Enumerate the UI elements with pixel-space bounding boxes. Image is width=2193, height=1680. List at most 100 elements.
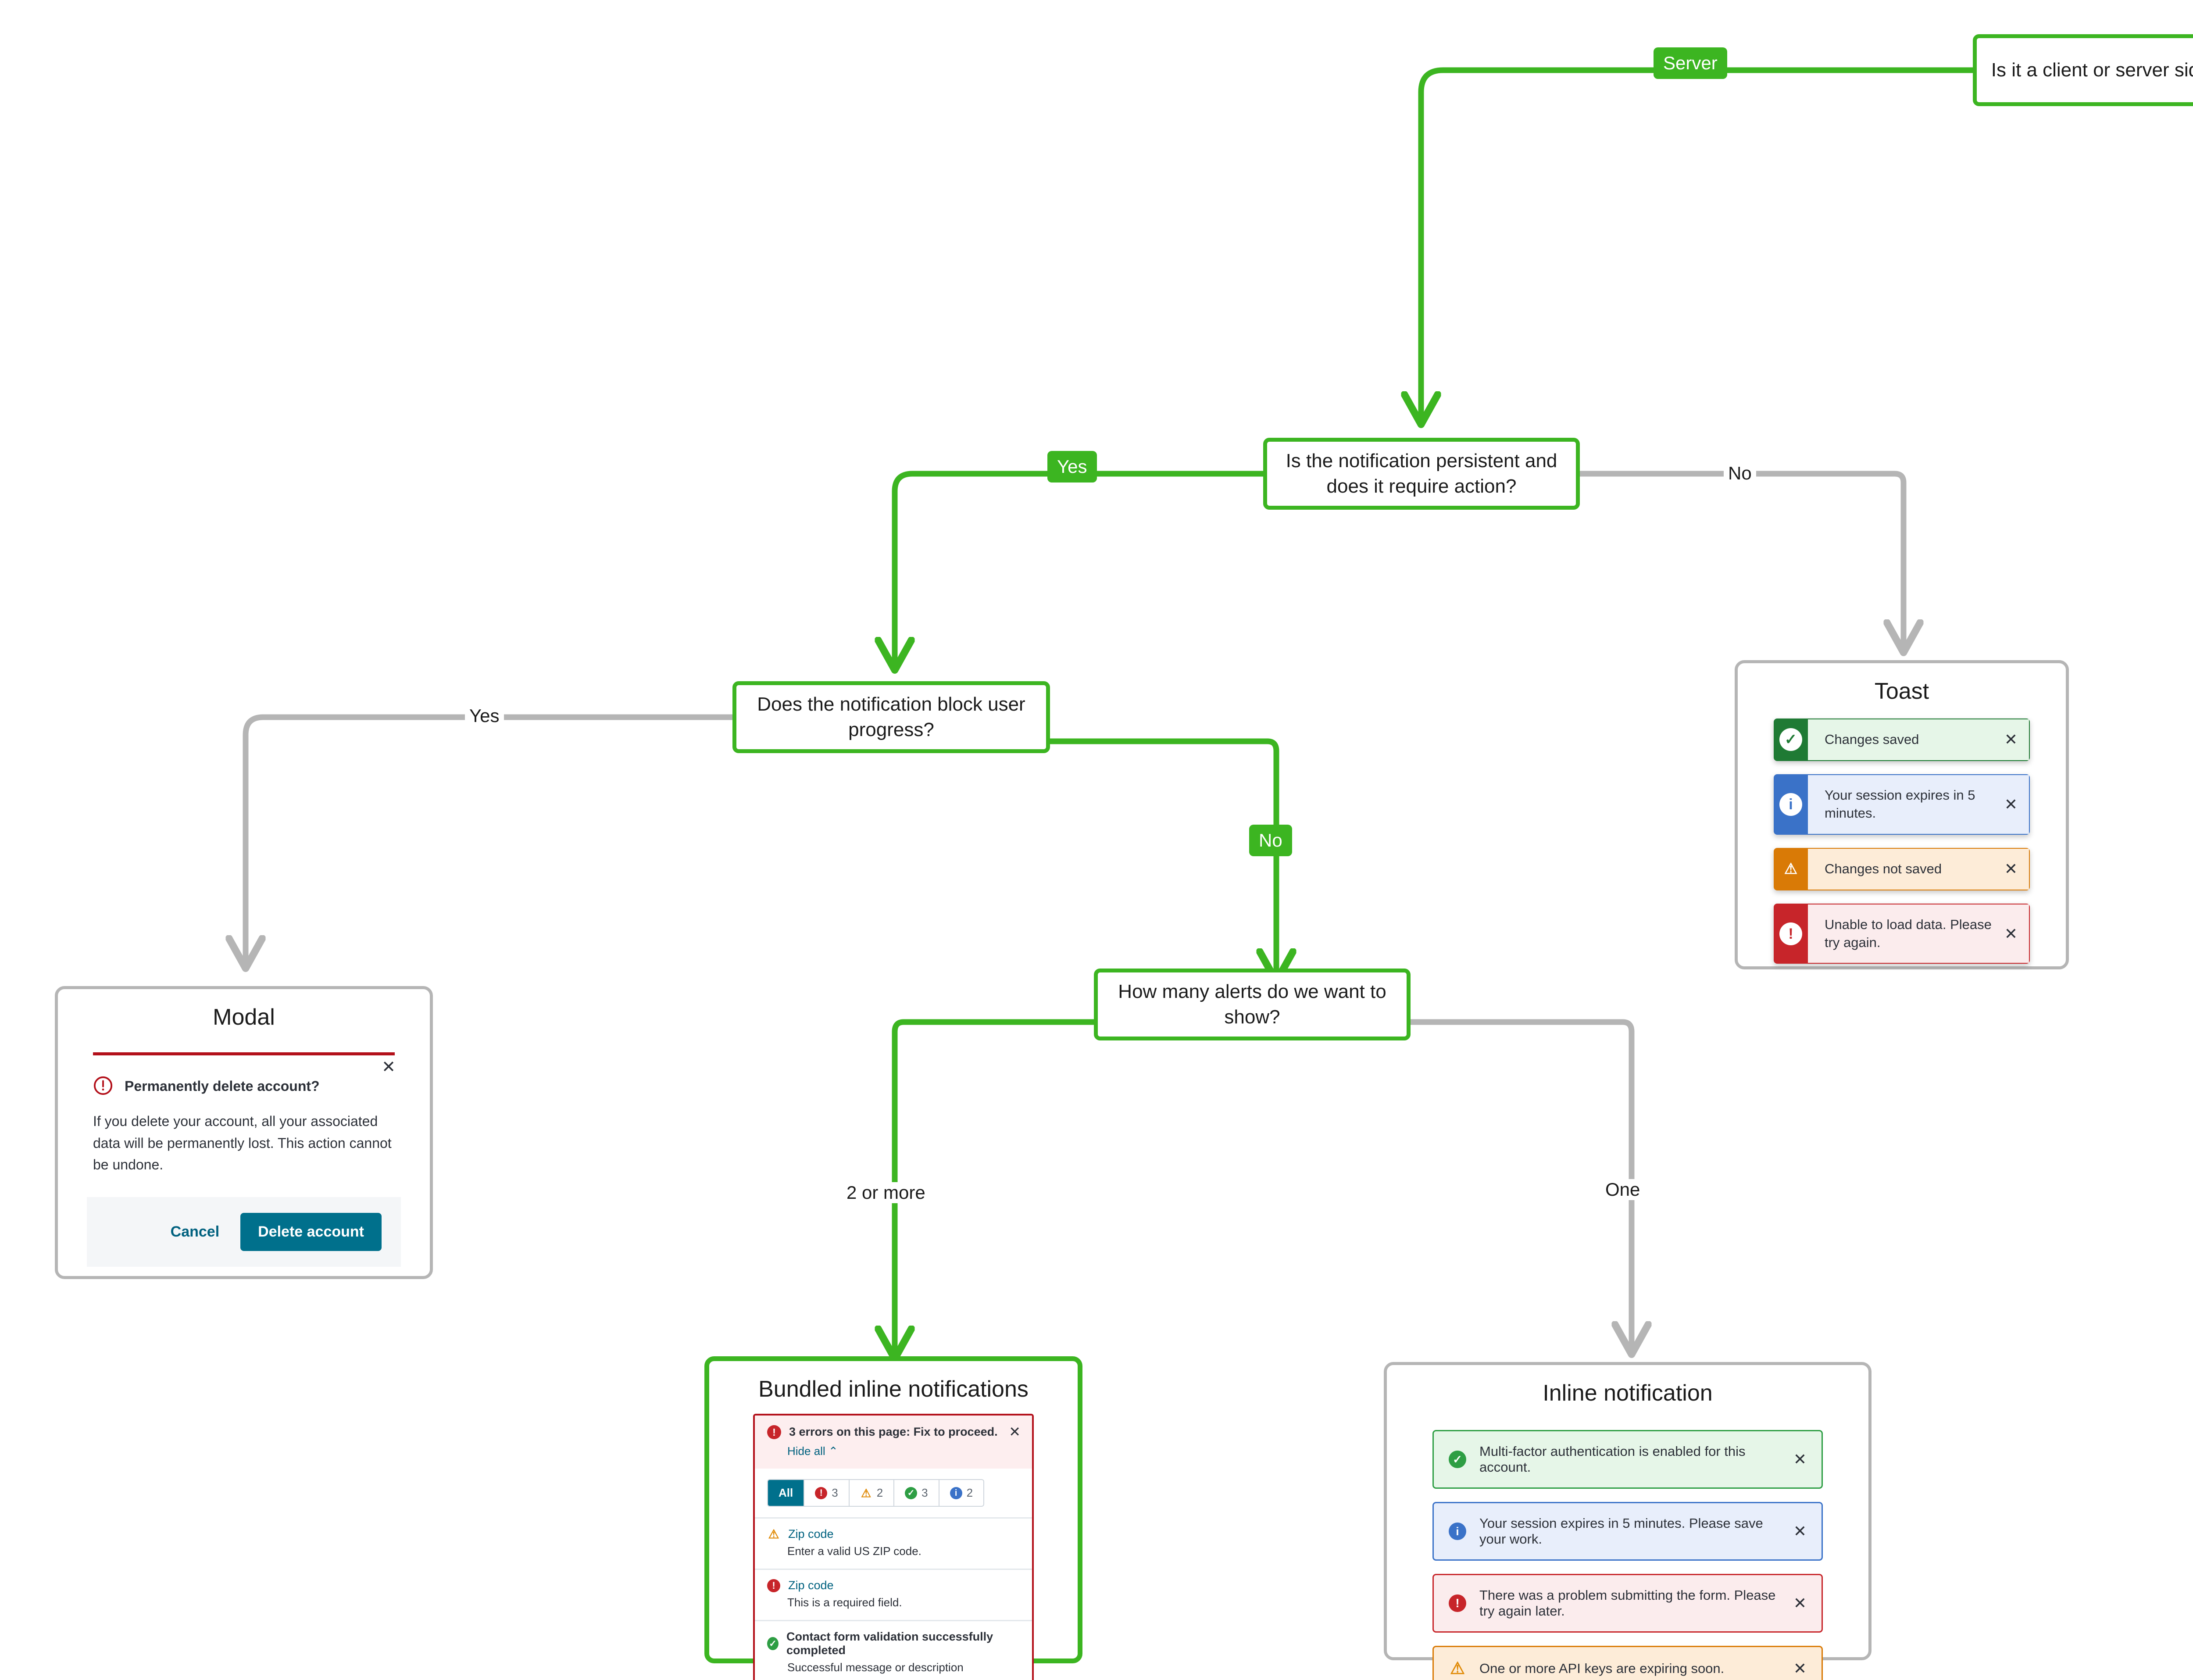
error-circle-icon: ! xyxy=(1779,922,1802,945)
toast-item: ✓ Changes saved ✕ xyxy=(1774,718,2030,761)
bundled-row: ! Zip code This is a required field. xyxy=(755,1569,1032,1620)
bundled-row-title-wrap: ✓ Contact form validation successfully c… xyxy=(767,1630,1020,1657)
filter-success-count: 3 xyxy=(921,1486,928,1499)
modal-header: Permanently delete account? ✕ xyxy=(58,1055,430,1096)
bundled-row: ✓ Contact form validation successfully c… xyxy=(755,1620,1032,1680)
edge-label-yes-persistent: Yes xyxy=(1047,451,1097,483)
bundled-row-title[interactable]: Zip code xyxy=(788,1579,834,1592)
warning-triangle-icon: ⚠ xyxy=(768,1527,779,1541)
filter-all-label: All xyxy=(779,1486,793,1499)
toast-message: Changes saved xyxy=(1825,732,1919,747)
decision-node-root[interactable]: Is it a client or server side error? xyxy=(1973,34,2193,106)
toast-card-title: Toast xyxy=(1874,679,1929,704)
decision-node-root-label: Is it a client or server side error? xyxy=(1991,59,2193,81)
error-circle-icon: ! xyxy=(815,1487,828,1499)
close-icon[interactable]: ✕ xyxy=(1793,1522,1807,1540)
inline-card-title: Inline notification xyxy=(1543,1380,1713,1406)
bundled-row-title: Contact form validation successfully com… xyxy=(786,1630,993,1657)
edge-label-server: Server xyxy=(1654,47,1727,79)
inline-item: ✓ Multi-factor authentication is enabled… xyxy=(1432,1430,1823,1489)
edge-label-one: One xyxy=(1601,1179,1645,1200)
filter-warnings-button[interactable]: ⚠ 2 xyxy=(849,1479,895,1507)
edge-label-yes-block: Yes xyxy=(465,705,504,726)
bundled-row-title[interactable]: Zip code xyxy=(788,1527,834,1541)
toast-card: Toast ✓ Changes saved ✕ i Your session e… xyxy=(1735,660,2069,969)
toast-icon-strip: ⚠ xyxy=(1774,847,1808,890)
check-circle-icon: ✓ xyxy=(1449,1451,1466,1468)
decision-node-block-label: Does the notification block user progres… xyxy=(757,693,1025,740)
error-circle-icon: ! xyxy=(1449,1594,1466,1612)
modal-card: Modal Permanently delete account? ✕ If y… xyxy=(55,986,433,1279)
filter-warnings-count: 2 xyxy=(876,1486,883,1499)
check-circle-icon: ✓ xyxy=(905,1487,918,1499)
error-circle-icon: ! xyxy=(767,1425,781,1439)
close-icon[interactable]: ✕ xyxy=(1009,1424,1021,1440)
cancel-button[interactable]: Cancel xyxy=(170,1223,220,1240)
decision-node-how-many[interactable]: How many alerts do we want to show? xyxy=(1094,969,1411,1040)
toast-message: Changes not saved xyxy=(1825,861,1942,876)
warning-triangle-icon: ⚠ xyxy=(861,1486,871,1500)
bundled-filter-group: All ! 3 ⚠ 2 ✓ 3 i 2 xyxy=(755,1469,1032,1517)
toast-list: ✓ Changes saved ✕ i Your session expires… xyxy=(1738,709,2066,964)
inline-item: ! There was a problem submitting the for… xyxy=(1432,1574,1823,1633)
bundled-summary-text: 3 errors on this page: Fix to proceed. xyxy=(789,1425,998,1438)
error-circle-outline-icon xyxy=(93,1076,113,1095)
close-icon[interactable]: ✕ xyxy=(1793,1659,1807,1677)
filter-info-count: 2 xyxy=(966,1486,973,1499)
decision-node-persistent-label: Is the notification persistent and does … xyxy=(1286,450,1557,497)
delete-account-button[interactable]: Delete account xyxy=(240,1212,382,1251)
bundled-row-desc: This is a required field. xyxy=(787,1596,902,1609)
toast-message: Your session expires in 5 minutes. xyxy=(1825,787,1975,821)
bundled-alert-header: ! 3 errors on this page: Fix to proceed.… xyxy=(755,1415,1032,1469)
chevron-up-icon: ⌃ xyxy=(828,1444,838,1458)
decision-node-persistent[interactable]: Is the notification persistent and does … xyxy=(1263,438,1580,510)
bundled-summary-row: ! 3 errors on this page: Fix to proceed. xyxy=(767,1425,1020,1439)
edge-label-two-or-more: 2 or more xyxy=(842,1182,930,1203)
decision-node-block[interactable]: Does the notification block user progres… xyxy=(732,681,1050,753)
modal-body-text: If you delete your account, all your ass… xyxy=(93,1113,392,1173)
inline-message: One or more API keys are expiring soon. xyxy=(1479,1661,1725,1676)
close-icon[interactable]: ✕ xyxy=(1793,1594,1807,1612)
inline-message: Multi-factor authentication is enabled f… xyxy=(1479,1444,1746,1475)
info-circle-icon: i xyxy=(1449,1523,1466,1540)
filter-info-button[interactable]: i 2 xyxy=(939,1479,985,1507)
warning-triangle-icon: ⚠ xyxy=(1784,861,1798,878)
toast-icon-strip: ✓ xyxy=(1774,718,1808,761)
inline-message: Your session expires in 5 minutes. Pleas… xyxy=(1479,1516,1763,1547)
filter-errors-button[interactable]: ! 3 xyxy=(804,1479,850,1507)
inline-list: ✓ Multi-factor authentication is enabled… xyxy=(1387,1411,1868,1680)
info-circle-icon: i xyxy=(1779,793,1802,816)
close-icon[interactable]: ✕ xyxy=(2004,860,2018,878)
check-circle-icon: ✓ xyxy=(1779,728,1802,751)
bundled-row-title-wrap: ⚠ Zip code xyxy=(767,1527,1020,1541)
filter-all-button[interactable]: All xyxy=(767,1479,805,1507)
close-icon[interactable]: ✕ xyxy=(1793,1450,1807,1468)
toast-icon-strip: ! xyxy=(1774,903,1808,964)
inline-message: There was a problem submitting the form.… xyxy=(1479,1587,1776,1619)
bundled-row: ⚠ Zip code Enter a valid US ZIP code. xyxy=(755,1517,1032,1569)
check-circle-icon: ✓ xyxy=(767,1637,779,1650)
filter-errors-count: 3 xyxy=(832,1486,838,1499)
close-icon[interactable]: ✕ xyxy=(382,1058,396,1076)
close-icon[interactable]: ✕ xyxy=(2004,795,2018,813)
hide-all-toggle[interactable]: Hide all ⌃ xyxy=(787,1444,1020,1458)
filter-success-button[interactable]: ✓ 3 xyxy=(894,1479,939,1507)
toast-message: Unable to load data. Please try again. xyxy=(1825,916,1992,950)
bundled-inline-notifications-card: Bundled inline notifications ! 3 errors … xyxy=(704,1356,1082,1680)
modal-footer: Cancel Delete account xyxy=(87,1197,401,1267)
edge-label-no-persistent: No xyxy=(1724,463,1756,484)
toast-item: i Your session expires in 5 minutes. ✕ xyxy=(1774,774,2030,835)
bundled-row-desc: Successful message or description xyxy=(787,1661,964,1674)
bundled-row-title-wrap: ! Zip code xyxy=(767,1579,1020,1592)
inline-item: i Your session expires in 5 minutes. Ple… xyxy=(1432,1502,1823,1561)
bundled-card-title: Bundled inline notifications xyxy=(758,1376,1029,1402)
decision-node-how-many-label: How many alerts do we want to show? xyxy=(1118,980,1386,1028)
close-icon[interactable]: ✕ xyxy=(2004,730,2018,749)
modal-card-title: Modal xyxy=(213,1004,275,1030)
info-circle-icon: i xyxy=(950,1487,962,1499)
close-icon[interactable]: ✕ xyxy=(2004,924,2018,943)
toast-item: ⚠ Changes not saved ✕ xyxy=(1774,847,2030,890)
bundled-row-desc: Enter a valid US ZIP code. xyxy=(787,1544,921,1558)
edge-label-no-block: No xyxy=(1249,825,1292,856)
